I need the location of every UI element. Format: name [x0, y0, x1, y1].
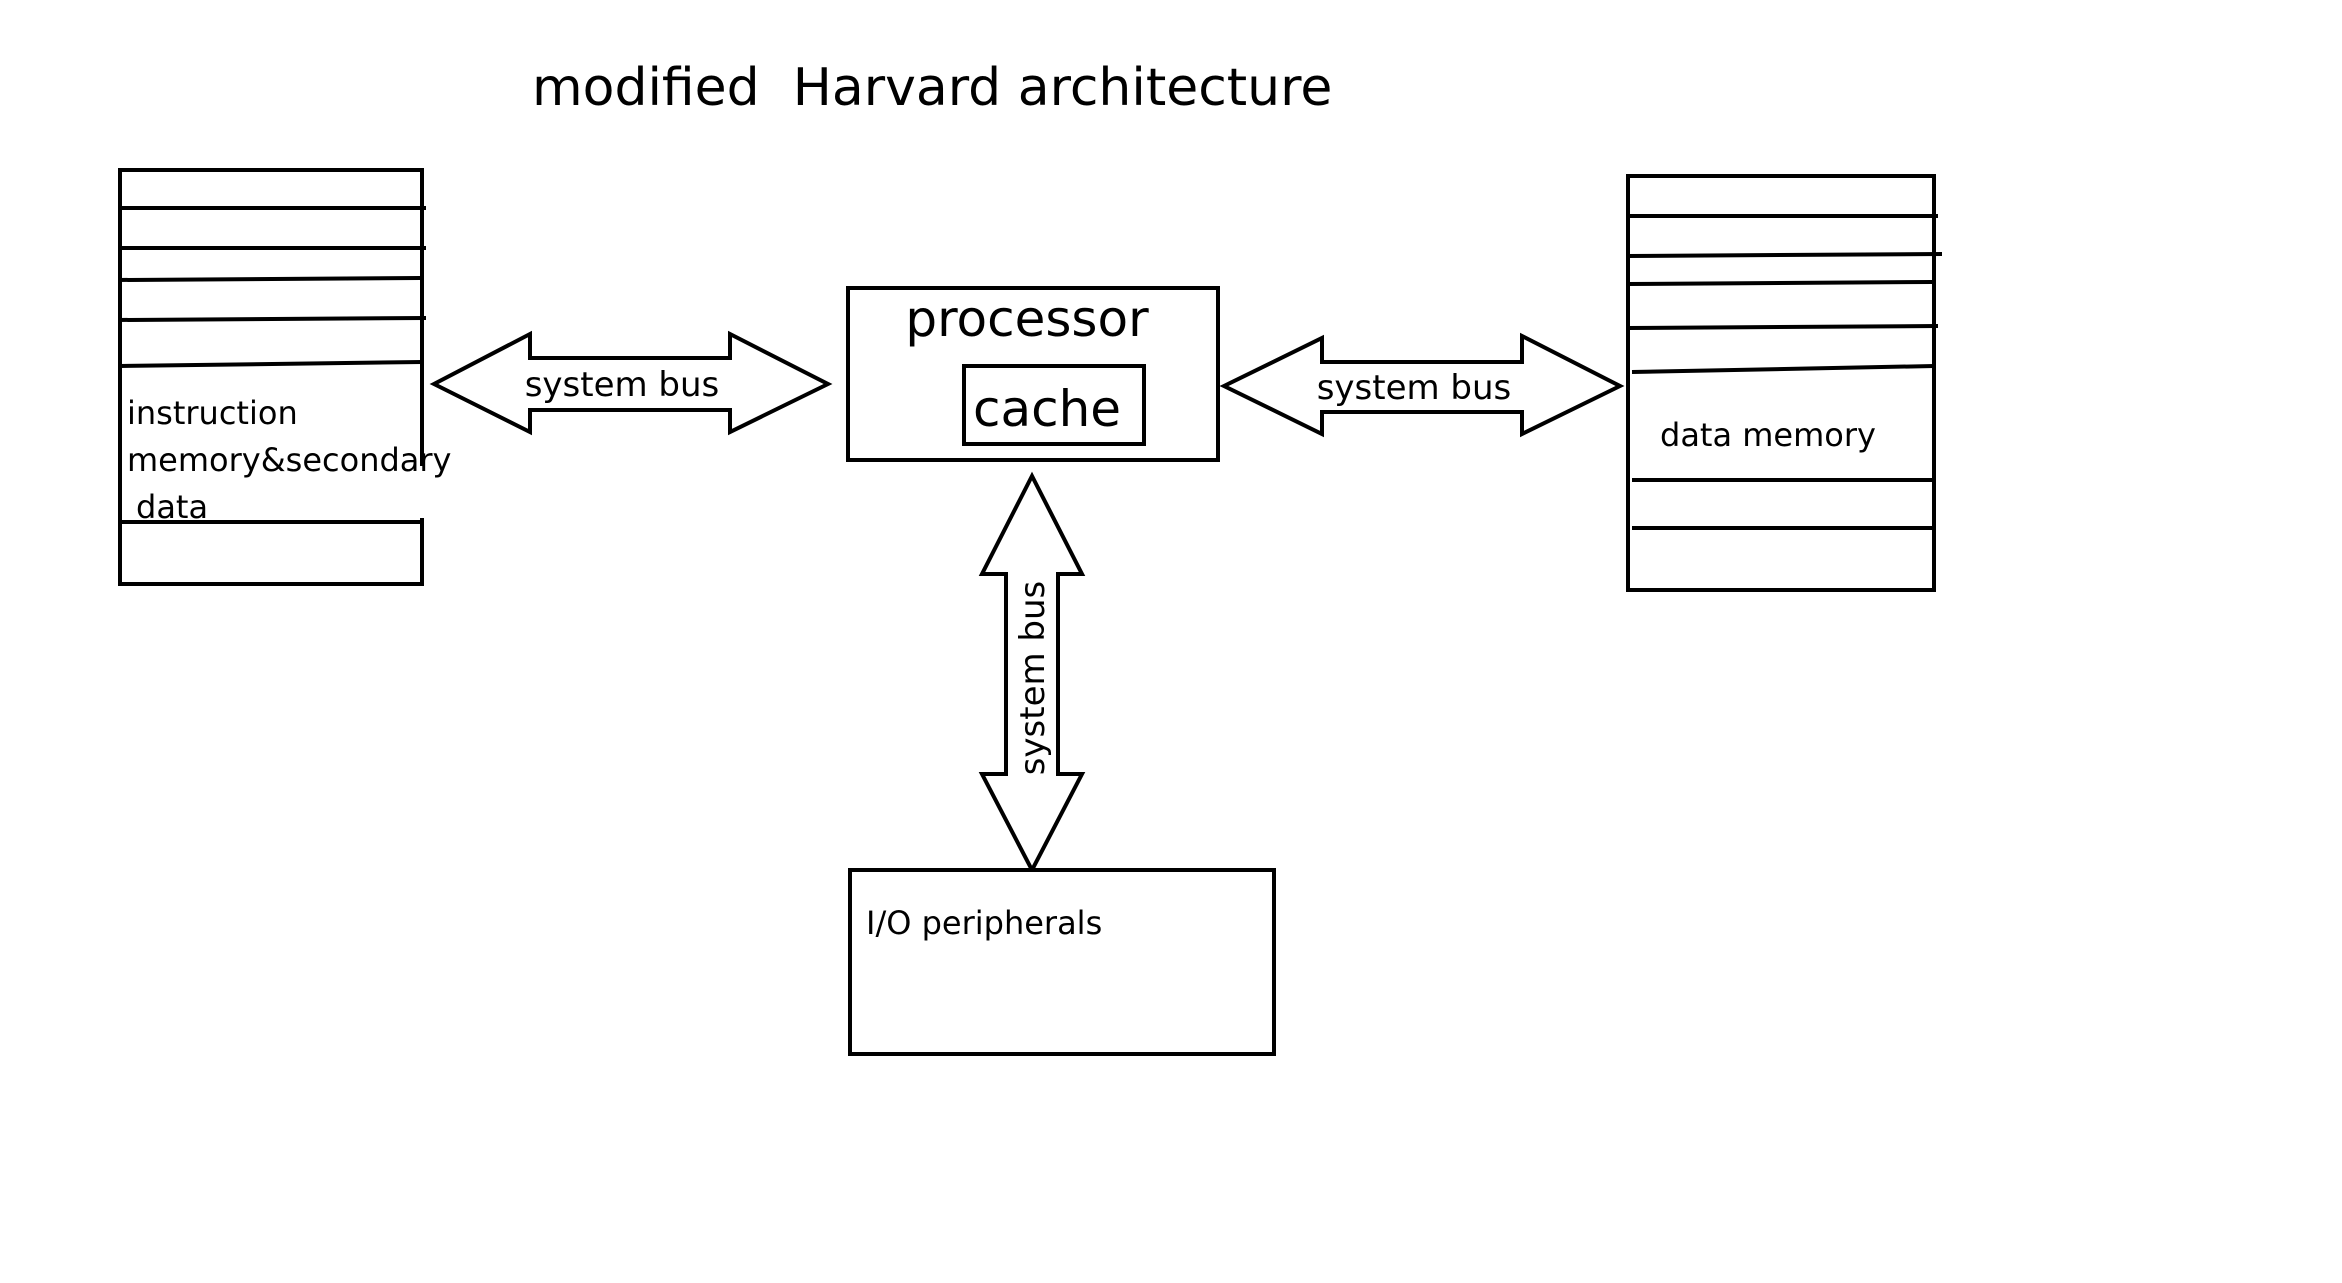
cache-block: cache: [962, 364, 1146, 446]
processor-label: processor: [905, 290, 1149, 348]
data-memory-block: data memory: [1626, 174, 1943, 592]
system-bus-vertical-arrow: system bus: [978, 471, 1086, 875]
label-gap: [412, 466, 430, 518]
system-bus-vertical-label: system bus: [1013, 581, 1053, 776]
instruction-memory-label-line3: data: [136, 488, 208, 526]
io-peripherals-label: I/O peripherals: [866, 904, 1102, 942]
memory-row-divider: [1627, 280, 1933, 286]
memory-row-divider: [119, 360, 423, 368]
processor-block: processor cache: [846, 286, 1220, 462]
system-bus-right-label: system bus: [1317, 368, 1512, 408]
memory-row-divider: [117, 276, 421, 282]
instruction-memory-block: instruction memory&secondary data: [117, 168, 451, 586]
memory-row-divider: [1627, 252, 1943, 258]
data-memory-label: data memory: [1660, 416, 1876, 454]
instruction-memory-label-line1: instruction: [127, 394, 298, 432]
system-bus-left-arrow: system bus: [429, 330, 833, 436]
cache-label: cache: [973, 380, 1121, 438]
io-peripherals-block: I/O peripherals: [848, 868, 1276, 1056]
memory-row-divider: [1631, 364, 1935, 374]
memory-row-divider: [1627, 324, 1939, 330]
system-bus-right-arrow: system bus: [1219, 332, 1625, 438]
diagram-title: modified Harvard architecture: [532, 58, 1332, 118]
instruction-memory-label-line2: memory&secondary: [127, 441, 451, 479]
memory-row-divider: [117, 316, 427, 322]
system-bus-left-label: system bus: [525, 365, 720, 405]
